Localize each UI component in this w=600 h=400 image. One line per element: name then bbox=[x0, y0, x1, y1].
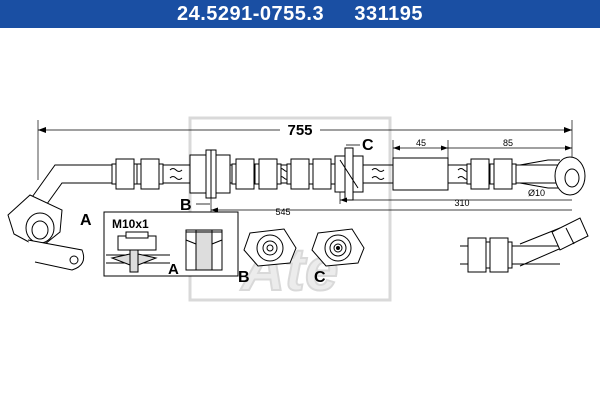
brake-hose bbox=[7, 147, 586, 271]
dimension-545: 545 bbox=[210, 198, 572, 217]
thread-size-label: M10x1 bbox=[112, 217, 149, 231]
section-c-view bbox=[311, 228, 365, 267]
detail-a-box: M10x1 A bbox=[103, 211, 239, 278]
title-text: 24.5291-0755.3 331195 bbox=[0, 0, 600, 28]
label-a-main: A bbox=[80, 212, 92, 229]
ref-number: 331195 bbox=[354, 3, 424, 25]
overall-length-label: 755 bbox=[287, 122, 312, 139]
dimension-755: 755 bbox=[37, 120, 573, 180]
label-b-main: B bbox=[180, 197, 192, 214]
part-number: 24.5291-0755.3 bbox=[176, 3, 325, 25]
end-length-label: 85 bbox=[503, 138, 513, 148]
dimension-85: 85 bbox=[448, 138, 572, 151]
label-a-detail: A bbox=[168, 261, 179, 278]
section-b-view bbox=[243, 228, 297, 267]
label-b-section: B bbox=[238, 269, 250, 286]
section-b-length-label: 545 bbox=[275, 207, 290, 217]
label-c-main: C bbox=[362, 137, 374, 154]
eye-diameter-label: Ø10 bbox=[528, 188, 545, 198]
sleeve-length-label: 45 bbox=[416, 138, 426, 148]
dimension-310: 310 Ø10 bbox=[339, 188, 572, 208]
label-c-section: C bbox=[314, 269, 326, 286]
section-c-length-label: 310 bbox=[454, 198, 469, 208]
title-bar bbox=[0, 0, 600, 28]
dimension-45: 45 bbox=[392, 138, 449, 160]
end-fitting-detail bbox=[460, 217, 589, 273]
